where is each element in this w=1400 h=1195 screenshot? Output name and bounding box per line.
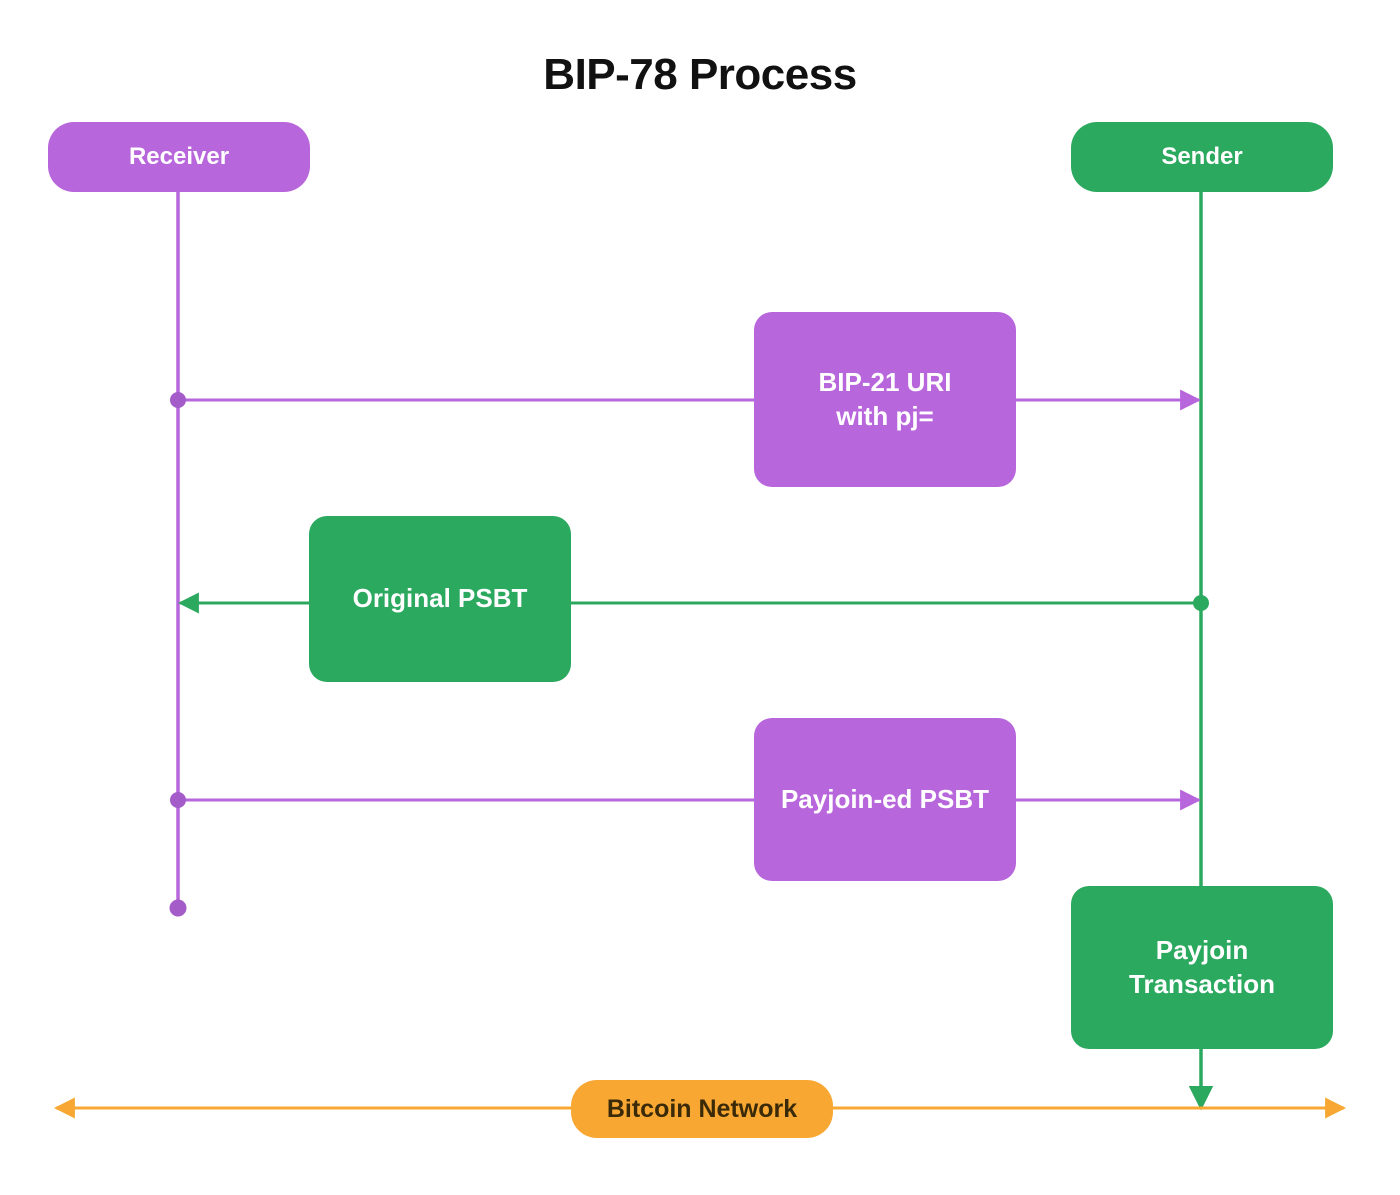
connector-bip21-uri-origin-dot [170,392,186,408]
message-payjoin-transaction-label: Payjoin Transaction [1129,935,1275,999]
message-payjoin-ed-psbt-label: Payjoin-ed PSBT [780,783,990,814]
node-bitcoin-network-label: Bitcoin Network [606,1095,798,1123]
actor-sender-label: Sender [1161,142,1243,170]
message-bip21-uri-label: BIP-21 URI with pj= [818,367,952,431]
connector-payjoin-ed-psbt-origin-dot [170,792,186,808]
message-original-psbt[interactable]: Original PSBT [309,516,571,682]
node-bitcoin-network[interactable]: Bitcoin Network [571,1080,833,1138]
message-original-psbt-label: Original PSBT [352,583,528,614]
page-title: BIP-78 Process [543,50,857,99]
message-payjoin-ed-psbt[interactable]: Payjoin-ed PSBT [754,718,1016,881]
actor-receiver-label: Receiver [128,142,230,170]
actor-receiver[interactable]: Receiver [48,122,310,192]
connector-original-psbt-origin-dot [1193,595,1209,611]
message-bip21-uri[interactable]: BIP-21 URI with pj= [754,312,1016,487]
actor-sender[interactable]: Sender [1071,122,1333,192]
message-payjoin-transaction[interactable]: Payjoin Transaction [1071,886,1333,1049]
lifeline-receiver-end-dot [169,899,187,917]
